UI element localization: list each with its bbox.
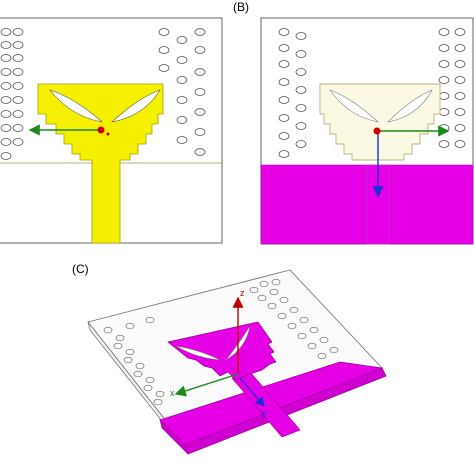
patch-3d xyxy=(167,321,277,381)
via-holes-b-left xyxy=(278,28,307,158)
panel-a-top-view xyxy=(0,17,223,244)
x-axis-arrow-3d xyxy=(174,373,239,397)
slot-3d-left xyxy=(175,345,221,361)
ground-plane-3d-left xyxy=(159,419,189,455)
via-holes-3d xyxy=(103,278,339,406)
panel-b-bottom-view xyxy=(260,17,474,245)
origin-marker xyxy=(97,126,105,134)
x-axis-label: x xyxy=(170,388,175,398)
origin-marker-b xyxy=(373,127,381,135)
slot-3d-right xyxy=(225,325,251,361)
y-axis-label: y xyxy=(262,408,267,418)
origin-marker-dot xyxy=(106,132,110,136)
panel-label-c: (C) xyxy=(72,262,89,276)
z-axis-label: z xyxy=(240,288,245,298)
slot-right xyxy=(111,89,161,123)
slot-b-left xyxy=(329,89,379,123)
y-axis-arrow-3d xyxy=(239,377,265,407)
panel-label-b: (B) xyxy=(233,0,249,14)
via-holes-right xyxy=(158,28,206,156)
panel-c-3d-view: z x y xyxy=(87,269,387,455)
via-holes-left xyxy=(0,28,24,160)
slot-b-right xyxy=(387,89,433,123)
slot-left xyxy=(49,89,104,123)
